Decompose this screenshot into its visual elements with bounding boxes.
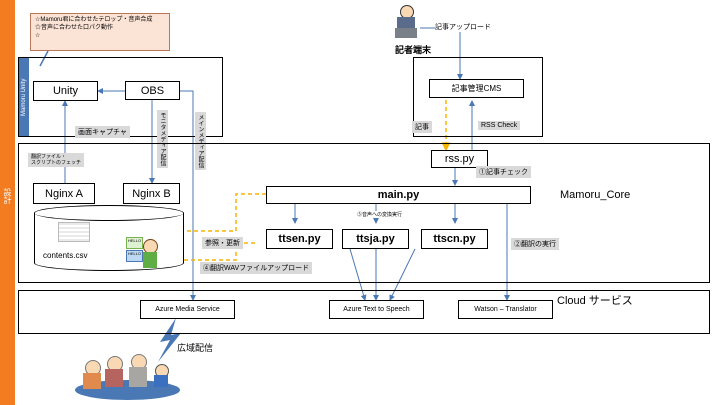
ttsen-to-azure-arrow <box>349 248 367 301</box>
note-line-3: ☆ <box>35 33 41 39</box>
note-line-1: ☆Mamoru君に合わせたテロップ・音声合成 <box>35 17 153 23</box>
azure-tts-node: Azure Text to Speech <box>329 300 424 319</box>
article-check-label: ①記事チェック <box>476 166 531 178</box>
voice-exec-label: ③音声への変換実行 <box>357 211 403 218</box>
broadcast-bolt-icon <box>158 318 181 362</box>
article-upload-label: 記事アップロード <box>435 22 491 32</box>
design-sidebar <box>0 0 15 405</box>
wav-upload-label: ④翻訳WAVファイルアップロード <box>200 262 313 274</box>
main-media-arrow <box>180 90 196 301</box>
contents-label: contents.csv <box>43 251 88 260</box>
mamoru-unity-label: Mamoru Unity <box>19 58 29 136</box>
translate-exec-label: ②翻訳の実行 <box>511 238 559 250</box>
audience-icon <box>75 352 180 400</box>
ttscn-node: ttscn.py <box>421 229 488 249</box>
mascot-icon: HELLO HELLO <box>126 237 162 269</box>
main-media-label: メインメディア配信 <box>195 112 206 170</box>
wav-upload-arrow <box>168 242 255 265</box>
unity-node: Unity <box>33 81 98 101</box>
fetch-label: 翻訳ファイル・ スクリプトのフェッチ <box>28 153 85 167</box>
note-callout-line <box>39 50 49 67</box>
cloud-container <box>18 290 710 334</box>
document-icon <box>58 222 90 242</box>
ttsja-node: ttsja.py <box>342 229 409 249</box>
nginx-a-node: Nginx A <box>33 183 95 204</box>
cloud-label: Cloud サービス <box>557 295 633 307</box>
ttscn-to-azure-arrow <box>389 248 416 301</box>
cms-container <box>413 57 543 137</box>
note-box: ☆Mamoru君に合わせたテロップ・音声合成 ☆音声に合わせた口パク動作 ☆ <box>30 13 170 51</box>
rss-node: rss.py <box>431 150 488 168</box>
ttsen-node: ttsen.py <box>266 229 333 249</box>
nginx-b-node: Nginx B <box>123 183 180 204</box>
obs-node: OBS <box>125 81 180 100</box>
reporter-label: 記者端末 <box>395 45 432 55</box>
note-line-2: ☆音声に合わせた口パク動作 <box>35 25 114 31</box>
design-sidebar-label: 設計 <box>3 188 12 204</box>
monitor-label: モニタメディア配信 <box>157 110 168 168</box>
storage-cylinder-top <box>34 205 184 221</box>
ref-update-label: 参照・更新 <box>202 237 243 249</box>
capture-label: 画面キャプチャ <box>75 126 130 138</box>
kiji-label: 記事 <box>412 121 432 133</box>
main-node: main.py <box>266 186 531 204</box>
reporter-icon <box>395 5 417 41</box>
watson-node: Watson – Translator <box>458 300 553 319</box>
mamoru-core-container <box>18 143 710 283</box>
azure-media-node: Azure Media Service <box>140 300 235 319</box>
cms-node: 記事管理CMS <box>429 79 524 98</box>
core-label: Mamoru_Core <box>560 189 631 201</box>
rss-check-label: RSS Check <box>478 121 521 130</box>
broadcast-label: 広域配信 <box>177 343 214 353</box>
